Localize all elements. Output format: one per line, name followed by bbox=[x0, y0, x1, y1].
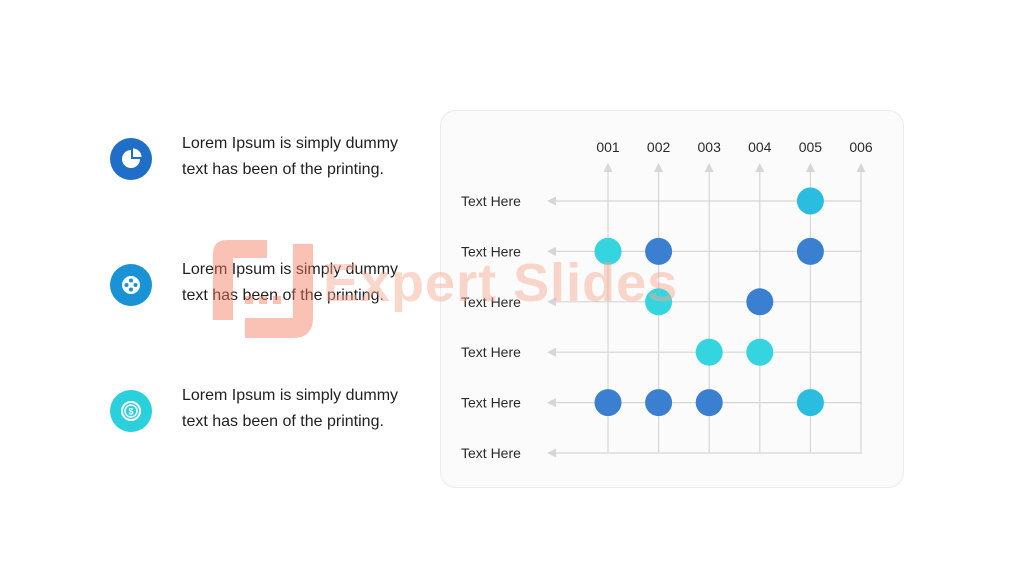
column-arrowhead bbox=[805, 163, 815, 172]
row-label: Text Here bbox=[461, 395, 521, 411]
list-item: $ Lorem Ipsum is simply dummy text has b… bbox=[110, 387, 430, 450]
column-label: 003 bbox=[698, 139, 722, 155]
dollar-coin-icon: $ bbox=[110, 390, 152, 432]
column-arrowhead bbox=[654, 163, 664, 172]
row-label: Text Here bbox=[461, 294, 521, 310]
row-arrowhead bbox=[547, 347, 556, 357]
column-arrowhead bbox=[603, 163, 613, 172]
row-arrowhead bbox=[547, 398, 556, 408]
item-text-line1: Lorem Ipsum is simply dummy bbox=[182, 261, 399, 278]
row-arrowhead bbox=[547, 448, 556, 458]
column-label: 002 bbox=[647, 139, 671, 155]
column-label: 005 bbox=[799, 139, 823, 155]
matrix-dot bbox=[746, 338, 774, 366]
item-text-line2: text has been of the printing. bbox=[182, 287, 384, 304]
column-arrowhead bbox=[755, 163, 765, 172]
pie-chart-icon bbox=[110, 138, 152, 180]
row-label: Text Here bbox=[461, 193, 521, 209]
item-text-line1: Lorem Ipsum is simply dummy bbox=[182, 387, 399, 404]
matrix-dot bbox=[796, 389, 824, 417]
matrix-dot bbox=[796, 187, 824, 215]
list-item: Lorem Ipsum is simply dummy text has bee… bbox=[110, 261, 430, 324]
row-arrowhead bbox=[547, 196, 556, 206]
row-label: Text Here bbox=[461, 344, 521, 360]
row-arrowhead bbox=[547, 297, 556, 307]
column-label: 006 bbox=[849, 139, 873, 155]
matrix-dot bbox=[645, 237, 673, 265]
column-arrowhead bbox=[704, 163, 714, 172]
matrix-dot bbox=[594, 237, 622, 265]
matrix-dot bbox=[645, 389, 673, 417]
matrix-panel bbox=[440, 110, 904, 488]
item-description: Lorem Ipsum is simply dummy text has bee… bbox=[182, 383, 432, 435]
matrix-dot bbox=[645, 288, 673, 316]
svg-text:$: $ bbox=[128, 407, 133, 417]
item-description: Lorem Ipsum is simply dummy text has bee… bbox=[182, 257, 432, 309]
matrix-dot bbox=[594, 389, 622, 417]
item-description: Lorem Ipsum is simply dummy text has bee… bbox=[182, 131, 432, 183]
film-reel-icon bbox=[110, 264, 152, 306]
item-text-line2: text has been of the printing. bbox=[182, 413, 384, 430]
matrix-dot bbox=[746, 288, 774, 316]
row-label: Text Here bbox=[461, 243, 521, 259]
row-label: Text Here bbox=[461, 445, 521, 461]
item-text-line1: Lorem Ipsum is simply dummy bbox=[182, 135, 399, 152]
column-label: 004 bbox=[748, 139, 772, 155]
column-label: 001 bbox=[596, 139, 620, 155]
matrix-dot bbox=[796, 237, 824, 265]
matrix-dot bbox=[695, 389, 723, 417]
item-text-line2: text has been of the printing. bbox=[182, 161, 384, 178]
column-arrowhead bbox=[856, 163, 866, 172]
row-arrowhead bbox=[547, 246, 556, 256]
list-item: Lorem Ipsum is simply dummy text has bee… bbox=[110, 135, 430, 198]
matrix-dot bbox=[695, 338, 723, 366]
